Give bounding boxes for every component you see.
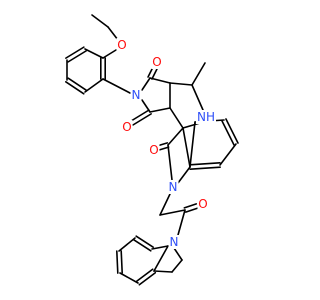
double-bond-line bbox=[120, 250, 123, 274]
double-bond-line bbox=[116, 250, 119, 274]
single-bond bbox=[118, 237, 136, 252]
single-bond bbox=[173, 247, 183, 261]
double-bond-line bbox=[138, 271, 157, 286]
atom-o-amide: O bbox=[197, 197, 209, 211]
single-bond bbox=[177, 166, 191, 184]
atom-label-background bbox=[168, 235, 180, 249]
double-bond-line bbox=[189, 166, 221, 170]
atom-label-background bbox=[197, 197, 209, 211]
single-bond bbox=[107, 26, 119, 41]
double-bond-line bbox=[157, 146, 170, 151]
double-bond-line bbox=[225, 118, 239, 144]
double-bond-line bbox=[67, 77, 88, 91]
atom-o-imide-top: O bbox=[151, 55, 163, 69]
double-bond-line bbox=[221, 120, 235, 146]
atom-label-n-indoline: N bbox=[170, 235, 179, 249]
atom-o-oxindole: O bbox=[148, 143, 160, 157]
atom-label-layer: O O N NH O O N O N bbox=[116, 38, 216, 249]
single-bond bbox=[159, 193, 171, 216]
single-bond bbox=[169, 107, 184, 129]
single-bond bbox=[182, 127, 191, 168]
single-bond bbox=[153, 245, 169, 272]
atom-n-pyrrolidine: NH bbox=[196, 110, 216, 124]
single-bond bbox=[191, 62, 206, 86]
single-bond bbox=[219, 143, 237, 166]
atom-n-imide: N bbox=[130, 88, 142, 102]
single-bond bbox=[167, 144, 173, 181]
double-bond-line bbox=[64, 81, 85, 95]
double-bond-line bbox=[132, 113, 152, 126]
single-bond bbox=[84, 78, 104, 93]
single-bond bbox=[141, 77, 151, 91]
double-bond-line bbox=[184, 207, 199, 213]
atom-label-n-pyrrolidine: NH bbox=[197, 110, 215, 124]
atom-label-n-oxindole: N bbox=[169, 180, 178, 194]
single-bond bbox=[102, 78, 131, 94]
atom-label-n-imide: N bbox=[132, 88, 141, 102]
atom-label-background bbox=[167, 180, 179, 194]
single-bond bbox=[149, 77, 171, 84]
atom-label-o-imide-top: O bbox=[152, 55, 161, 69]
atom-label-background bbox=[116, 38, 128, 52]
atom-label-background bbox=[121, 120, 133, 134]
single-bond bbox=[191, 84, 204, 111]
double-bond-line bbox=[133, 239, 152, 252]
single-bond bbox=[149, 107, 171, 113]
double-bond-line bbox=[189, 162, 221, 166]
single-bond bbox=[153, 270, 173, 273]
atom-label-o-oxindole: O bbox=[149, 143, 158, 157]
single-bond bbox=[177, 209, 186, 236]
single-bond bbox=[91, 14, 109, 28]
single-bond bbox=[151, 245, 169, 250]
atom-o-imide-bottom: O bbox=[121, 120, 133, 134]
single-bond bbox=[84, 48, 104, 59]
single-bond bbox=[171, 259, 183, 273]
single-bond bbox=[159, 209, 186, 216]
molecule-structure: O O N NH O O N O N bbox=[64, 14, 239, 286]
double-bond-line bbox=[183, 203, 198, 209]
single-bond bbox=[119, 272, 139, 284]
single-bond bbox=[169, 82, 193, 86]
double-bond-line bbox=[67, 50, 87, 63]
single-bond bbox=[102, 49, 117, 59]
atom-label-background bbox=[148, 143, 160, 157]
single-bond bbox=[189, 121, 196, 168]
atom-label-o-imide-bottom: O bbox=[122, 120, 131, 134]
molecule-canvas: O O N NH O O N O N bbox=[64, 14, 239, 286]
double-bond-line bbox=[135, 268, 154, 283]
double-bond-line bbox=[65, 46, 85, 59]
atom-n-indoline: N bbox=[168, 235, 180, 249]
double-bond-line bbox=[135, 235, 154, 248]
atom-o-methoxy: O bbox=[116, 38, 128, 52]
atom-label-background bbox=[151, 55, 163, 69]
single-bond bbox=[167, 127, 184, 146]
atom-n-oxindole: N bbox=[167, 180, 179, 194]
atom-label-background bbox=[130, 88, 142, 102]
atom-label-o-amide: O bbox=[198, 197, 207, 211]
atom-label-background bbox=[196, 110, 216, 124]
double-bond-line bbox=[130, 109, 150, 122]
atom-label-o-methoxy: O bbox=[117, 38, 126, 52]
